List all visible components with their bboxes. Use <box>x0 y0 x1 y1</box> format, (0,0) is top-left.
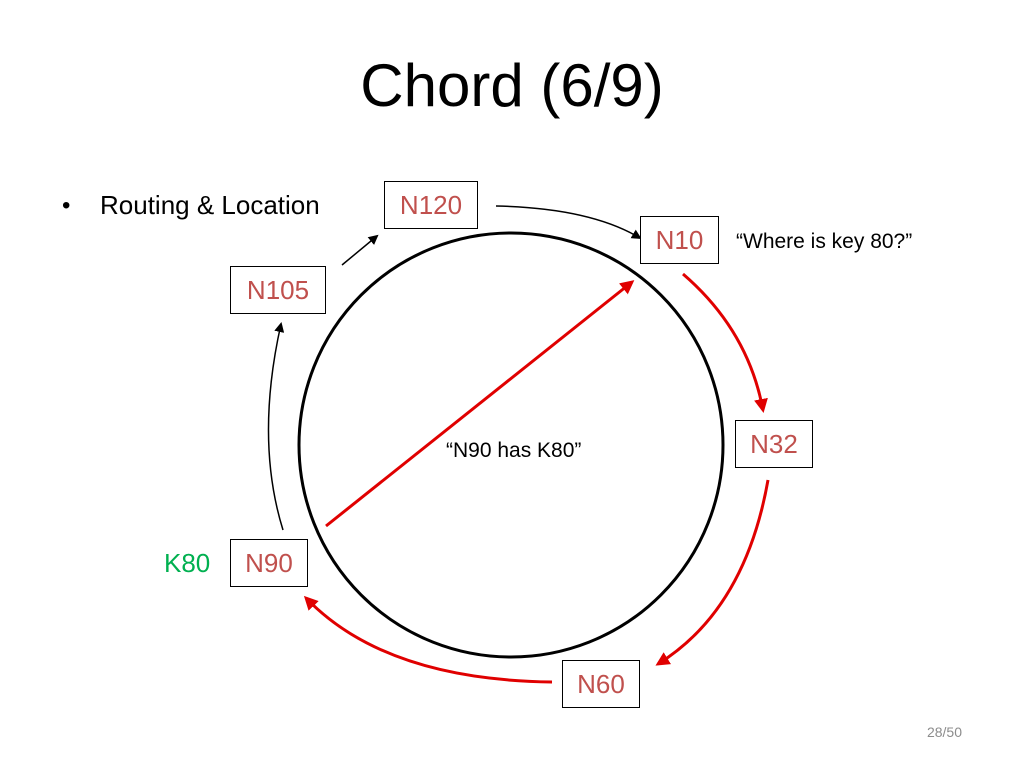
successor-arrow-n120-to-n10 <box>495 205 642 240</box>
slide-number: 28/50 <box>926 724 962 740</box>
bullet-item: • Routing & Location <box>62 190 320 221</box>
lookup-reply-arrow-n90-to-n10 <box>325 280 635 528</box>
node-n10: N10 <box>640 216 719 264</box>
slide-title: Chord (6/9) <box>360 52 664 119</box>
lookup-arrow-n32-to-n60 <box>655 479 770 666</box>
query-caption: “Where is key 80?” <box>736 230 913 253</box>
node-n32: N32 <box>735 420 813 468</box>
key-k80-label: K80 <box>164 548 211 578</box>
lookup-arrow-n60-to-n90 <box>303 595 553 684</box>
bullet-icon: • <box>62 191 71 219</box>
answer-caption: “N90 has K80” <box>446 439 582 462</box>
node-n120: N120 <box>384 181 478 229</box>
bullet-text: Routing & Location <box>100 190 320 220</box>
chord-ring <box>297 231 725 659</box>
lookup-arrow-n10-to-n32 <box>682 272 768 413</box>
node-n60: N60 <box>562 660 640 708</box>
successor-arrow-n105-to-n120 <box>341 234 379 266</box>
successor-arrow-n90-to-n105 <box>267 322 285 531</box>
node-n90: N90 <box>230 539 308 587</box>
node-n105: N105 <box>230 266 326 314</box>
